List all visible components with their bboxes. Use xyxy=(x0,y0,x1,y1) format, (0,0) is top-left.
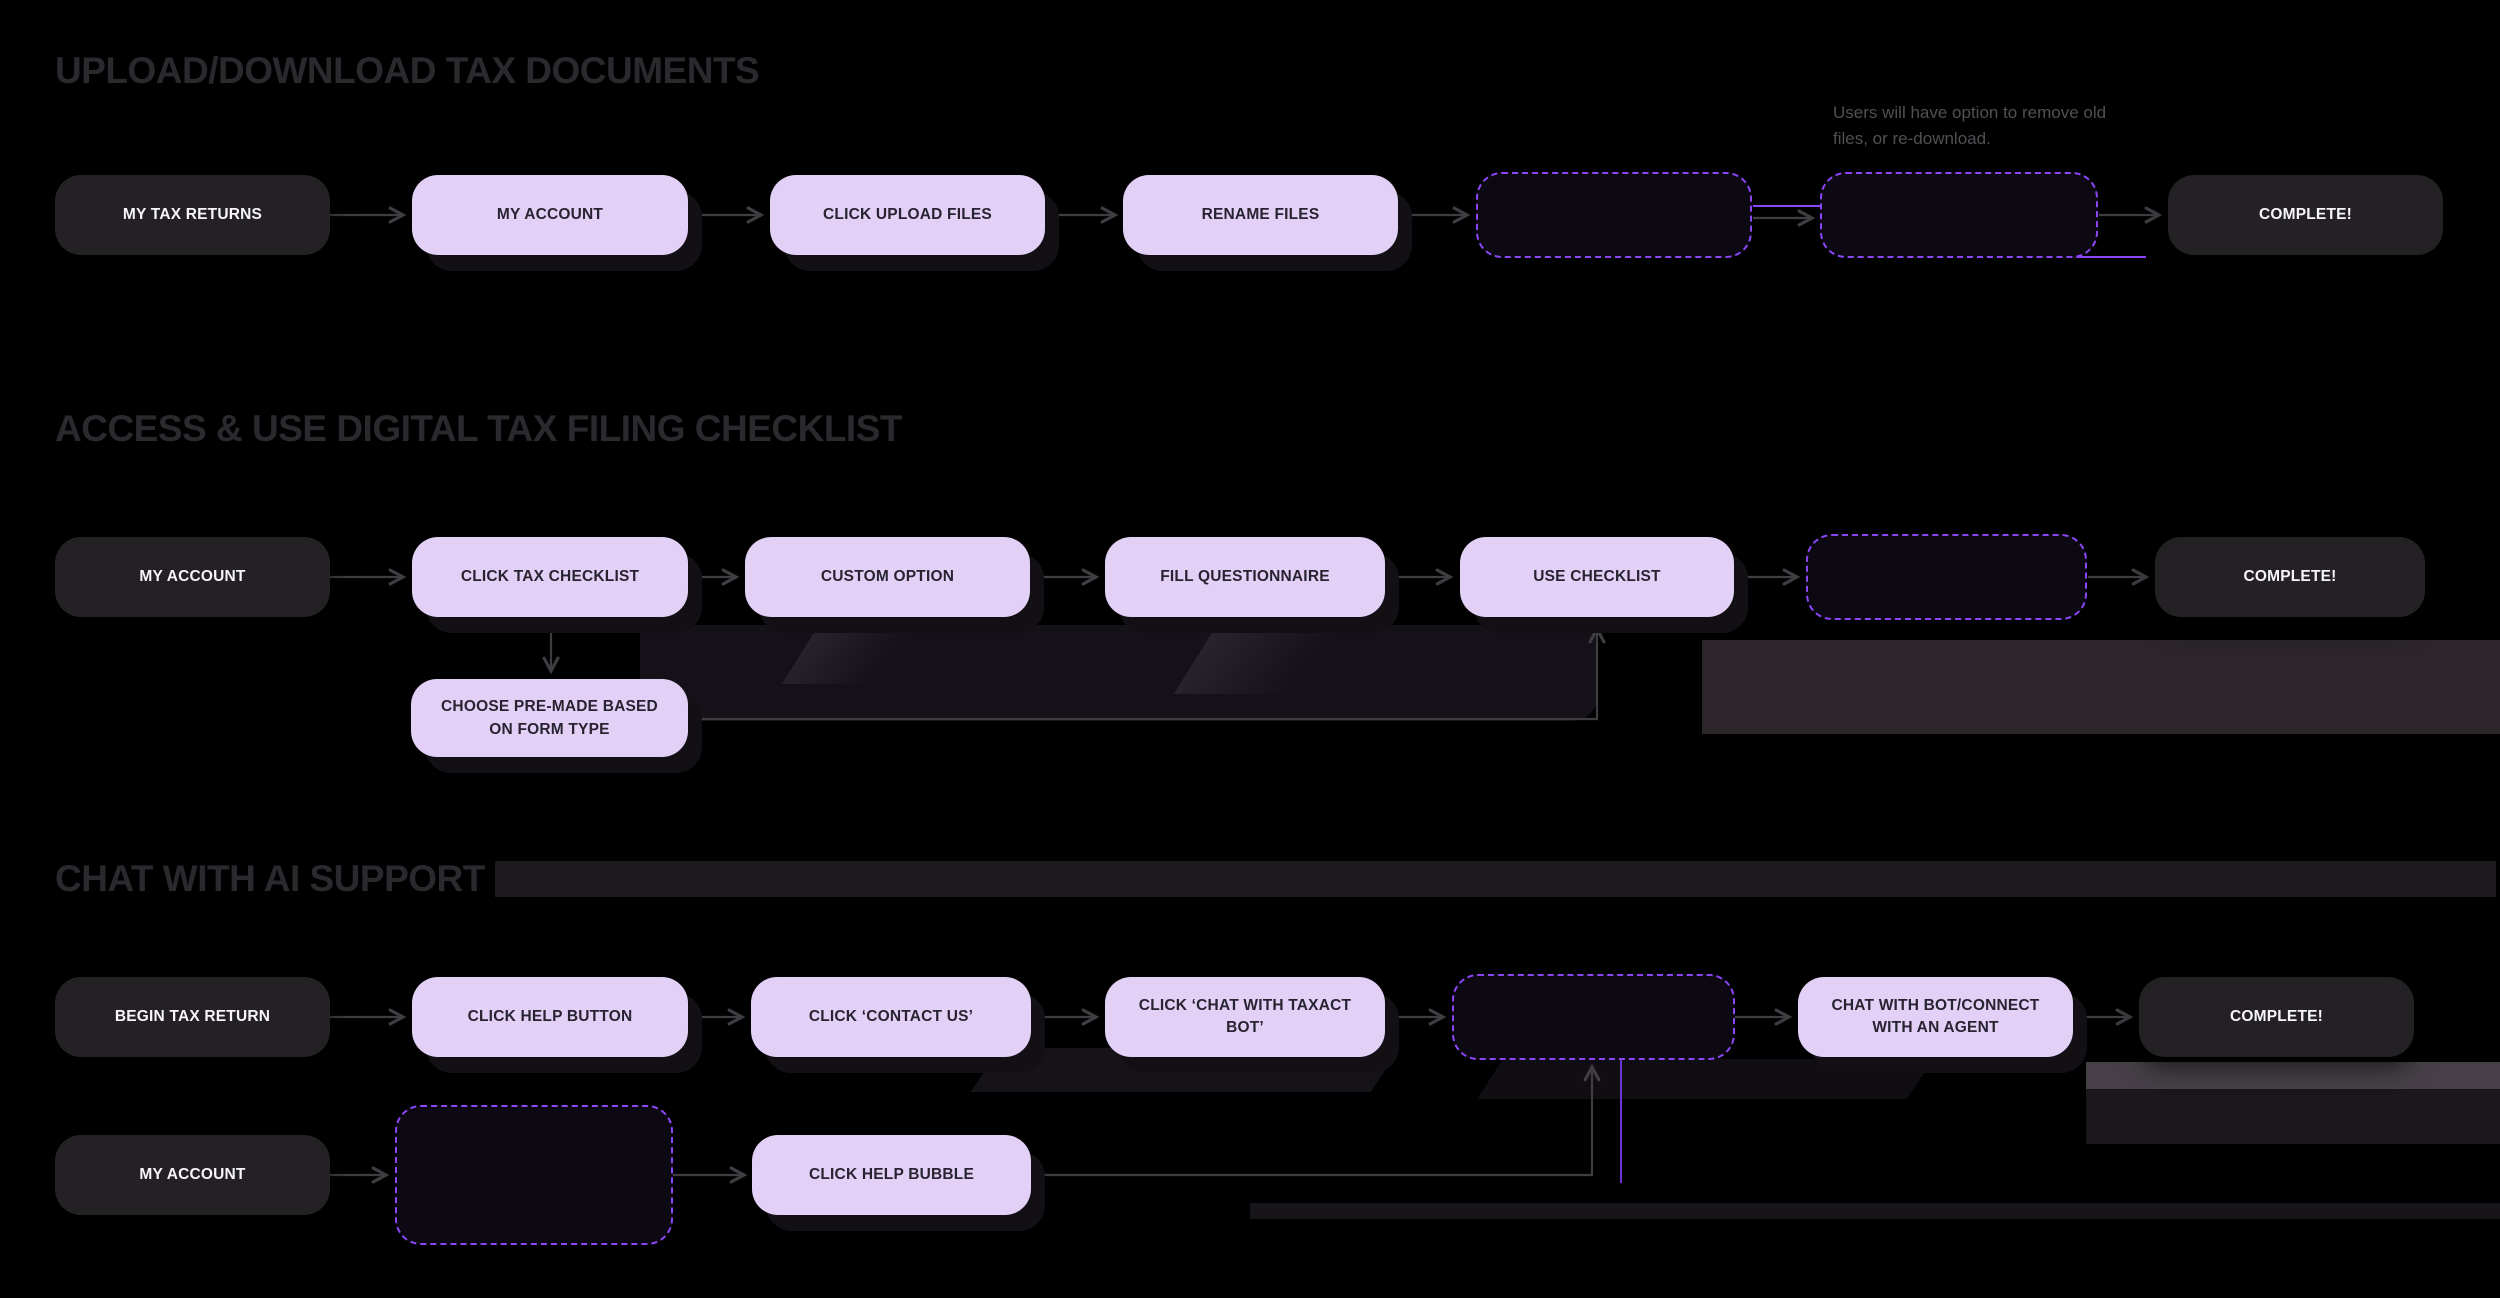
node-click-help-bubble[interactable]: CLICK HELP BUBBLE xyxy=(752,1135,1031,1215)
section-title-upload-download: UPLOAD/DOWNLOAD TAX DOCUMENTS xyxy=(55,50,760,91)
shadow-band xyxy=(1250,1203,2500,1219)
node-use-checklist[interactable]: USE CHECKLIST xyxy=(1460,537,1734,617)
node-begin-tax-return[interactable]: BEGIN TAX RETURN xyxy=(55,977,330,1057)
shadow-streak xyxy=(781,626,939,684)
shadow-streak xyxy=(1173,626,1367,694)
section-title-chat-support: CHAT WITH AI SUPPORT xyxy=(55,858,485,899)
node-complete-2[interactable]: COMPLETE! xyxy=(2155,537,2425,617)
shadow-band xyxy=(2086,1089,2500,1144)
node-click-upload-files[interactable]: CLICK UPLOAD FILES xyxy=(770,175,1045,255)
node-complete-3[interactable]: COMPLETE! xyxy=(2139,977,2414,1057)
node-my-tax-returns[interactable]: MY TAX RETURNS xyxy=(55,175,330,255)
node-complete-1[interactable]: COMPLETE! xyxy=(2168,175,2443,255)
shadow-streak xyxy=(1477,1059,1933,1099)
title-bar xyxy=(494,861,2496,897)
node-click-chat-taxact-bot[interactable]: CLICK ‘CHAT WITH TAXACT BOT’ xyxy=(1105,977,1385,1057)
node-chat-bot-agent[interactable]: CHAT WITH BOT/CONNECT WITH AN AGENT xyxy=(1798,977,2073,1057)
node-custom-option[interactable]: CUSTOM OPTION xyxy=(745,537,1030,617)
section-title-row: CHAT WITH AI SUPPORT xyxy=(55,858,2496,900)
placeholder-node-3[interactable] xyxy=(1806,534,2087,620)
placeholder-node-5[interactable] xyxy=(395,1105,673,1245)
node-my-account-3[interactable]: MY ACCOUNT xyxy=(55,1135,330,1215)
node-click-tax-checklist[interactable]: CLICK TAX CHECKLIST xyxy=(412,537,688,617)
node-my-account-2[interactable]: MY ACCOUNT xyxy=(55,537,330,617)
node-rename-files[interactable]: RENAME FILES xyxy=(1123,175,1398,255)
node-fill-questionnaire[interactable]: FILL QUESTIONNAIRE xyxy=(1105,537,1385,617)
placeholder-node-4[interactable] xyxy=(1452,974,1735,1060)
node-choose-premade[interactable]: CHOOSE PRE-MADE BASED ON FORM TYPE xyxy=(411,679,688,757)
section-title-checklist: ACCESS & USE DIGITAL TAX FILING CHECKLIS… xyxy=(55,408,902,449)
placeholder-node-2[interactable] xyxy=(1820,172,2098,258)
node-click-help-button[interactable]: CLICK HELP BUTTON xyxy=(412,977,688,1057)
shadow-band xyxy=(2086,1062,2500,1089)
shadow-panel xyxy=(640,625,1598,721)
node-my-account-1[interactable]: MY ACCOUNT xyxy=(412,175,688,255)
shadow-band xyxy=(1702,640,2500,734)
placeholder-node-1[interactable] xyxy=(1476,172,1752,258)
node-click-contact-us[interactable]: CLICK ‘CONTACT US’ xyxy=(751,977,1031,1057)
annotation-note: Users will have option to remove old fil… xyxy=(1833,103,2107,148)
